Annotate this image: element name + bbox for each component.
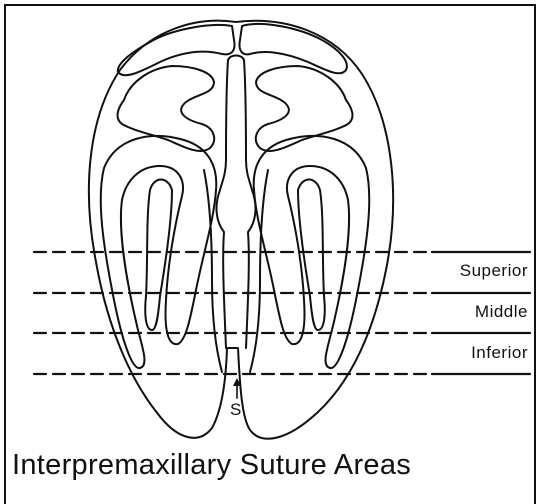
right-central-contour <box>250 170 268 372</box>
left-central-contour <box>204 170 222 372</box>
figure: Superior Middle Inferior S Interpremaxil… <box>0 0 542 490</box>
figure-caption: Interpremaxillary Suture Areas <box>12 449 411 482</box>
central-septum <box>217 60 256 348</box>
suture-marker-label: S <box>230 400 241 420</box>
left-nasal-plate <box>118 25 235 75</box>
septum-top <box>228 56 244 61</box>
right-cavity <box>256 66 353 151</box>
zone-label-middle: Middle <box>475 302 528 322</box>
left-cavity <box>118 66 215 151</box>
premaxilla-diagram <box>0 0 542 490</box>
left-inner-root <box>145 180 172 331</box>
zone-label-superior: Superior <box>460 261 528 281</box>
right-inner-root <box>298 180 325 331</box>
zone-label-inferior: Inferior <box>471 343 528 363</box>
